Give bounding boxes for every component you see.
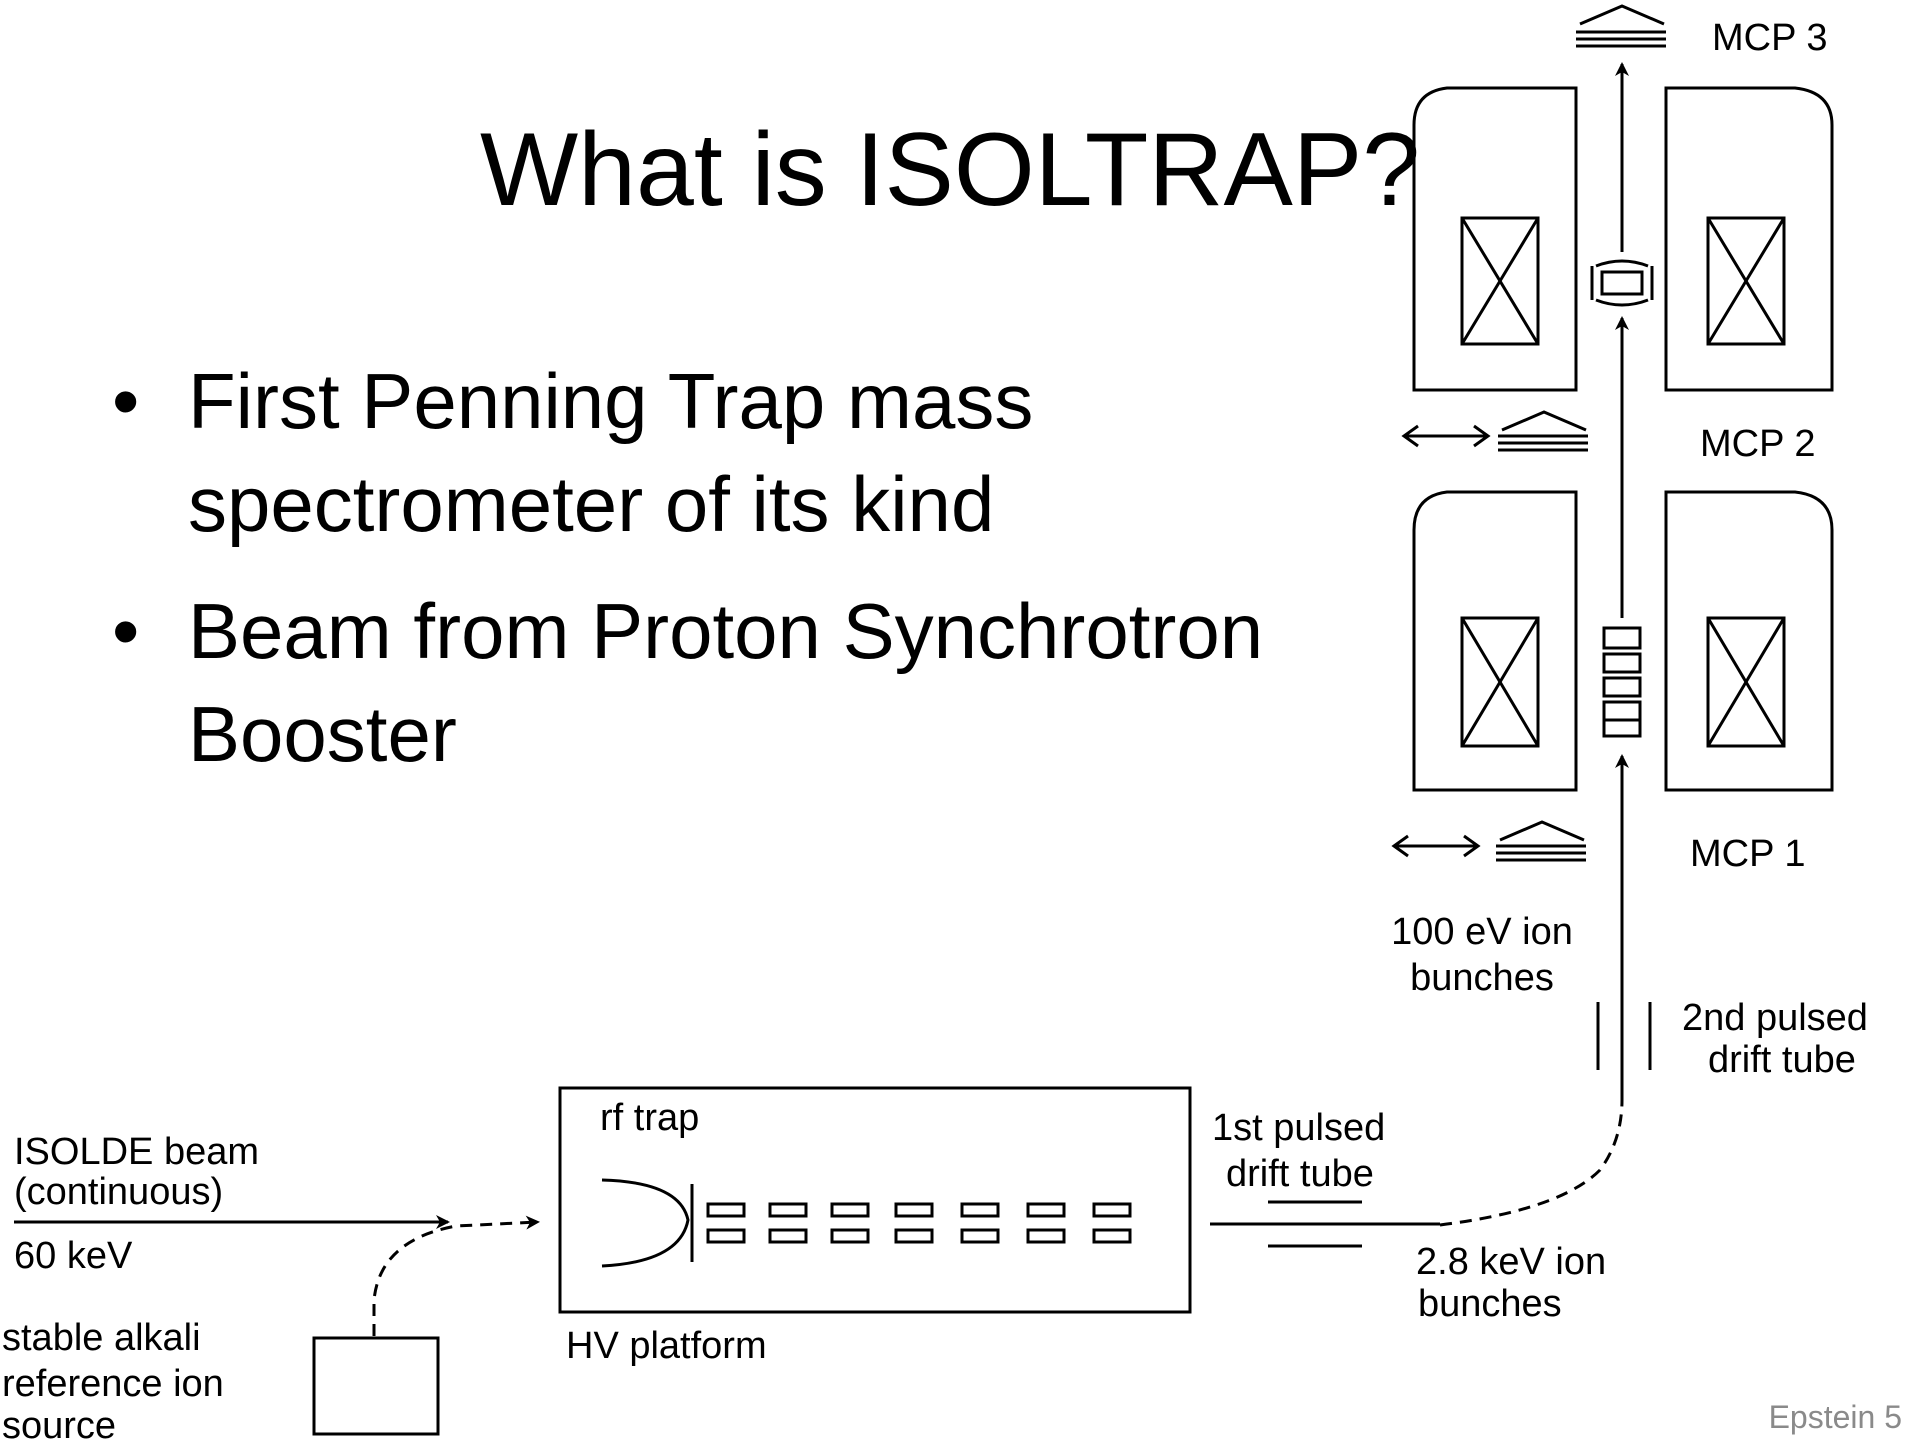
beam-energy-label: 60 keV <box>14 1235 133 1277</box>
drift-tube-2-label: 2nd pulsed <box>1682 997 1868 1039</box>
precision-trap-icon <box>1590 259 1654 307</box>
lower-magnet-left-housing <box>1412 490 1578 792</box>
bullet-line: First Penning Trap mass <box>188 357 1034 445</box>
mcp1-icon <box>1496 820 1586 862</box>
hv-platform-label: HV platform <box>566 1325 767 1367</box>
bullet-line: Booster <box>188 690 457 778</box>
ion-100ev-label: bunches <box>1410 957 1554 999</box>
rf-trap-label: rf trap <box>600 1097 699 1139</box>
bullet-line: Beam from Proton Synchrotron <box>188 587 1264 675</box>
mcp2-move-arrow <box>1401 424 1491 448</box>
bullet-text: First Penning Trap mass spectrometer of i… <box>188 350 1033 556</box>
rf-trap-entrance <box>601 1178 690 1268</box>
reference-source-label: reference ion <box>2 1363 224 1405</box>
lower-magnet-right-housing <box>1664 490 1834 792</box>
reference-ion-source-box <box>312 1336 440 1436</box>
reference-source-label: stable alkali <box>2 1317 201 1359</box>
rf-trap-electrodes <box>706 1202 1132 1244</box>
upper-magnet-left-housing <box>1412 86 1578 392</box>
isolde-beam-label: ISOLDE beam <box>14 1131 259 1173</box>
ion-100ev-label: 100 eV ion <box>1391 911 1573 953</box>
slide-title: What is ISOLTRAP? <box>480 112 1421 228</box>
drift-tube-1-label: drift tube <box>1226 1153 1374 1195</box>
ion-2.8kev-label: 2.8 keV ion <box>1416 1241 1606 1283</box>
coil-left-upper <box>1460 216 1540 346</box>
slide-footer: Epstein 5 <box>1768 1399 1902 1435</box>
reference-source-label: source <box>2 1405 116 1440</box>
upper-magnet-right-housing <box>1664 86 1834 392</box>
mcp3-icon <box>1576 4 1666 48</box>
preparation-trap-icon <box>1602 626 1642 738</box>
coil-right-upper <box>1706 216 1786 346</box>
mcp3-label: MCP 3 <box>1712 17 1827 59</box>
bullet-line: spectrometer of its kind <box>188 460 995 548</box>
mcp1-move-arrow <box>1391 834 1481 858</box>
mcp2-label: MCP 2 <box>1700 423 1815 465</box>
bullet-marker: • <box>112 357 140 445</box>
coil-left-lower <box>1460 616 1540 748</box>
bullet-marker: • <box>112 587 140 675</box>
drift-tube-1-label: 1st pulsed <box>1212 1107 1385 1149</box>
reference-ion-path <box>372 1215 540 1336</box>
mcp2-icon <box>1498 410 1588 452</box>
isolde-beam-label: (continuous) <box>14 1171 223 1213</box>
coil-right-lower <box>1706 616 1786 748</box>
mcp1-label: MCP 1 <box>1690 833 1805 875</box>
ion-2.8kev-label: bunches <box>1418 1283 1562 1325</box>
bend-path <box>1439 1099 1624 1227</box>
hv-platform-box <box>558 1086 1192 1314</box>
drift-tube-2-label: drift tube <box>1708 1039 1856 1081</box>
